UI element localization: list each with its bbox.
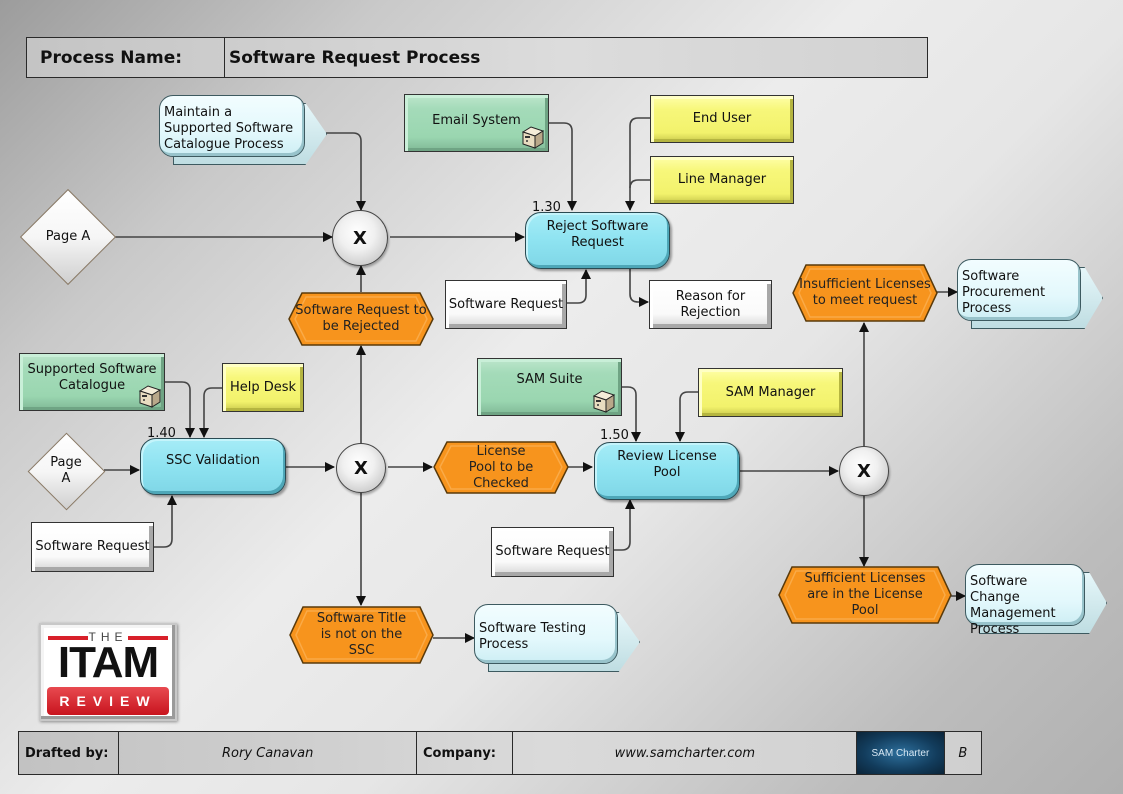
role-label: Line Manager [677,172,767,187]
logo-bar [48,636,88,640]
edge-enduser-to-reject [625,117,650,211]
role-end-user[interactable]: End User [650,95,794,143]
event-hexagon [289,606,434,664]
data-software-request-1[interactable]: Software Request [445,280,567,329]
role-label: Help Desk [229,379,297,395]
process-link-label: Software Change Management Process [965,564,1085,637]
server-icon [521,126,545,149]
task-label: Review License Pool [617,449,717,480]
page-connector-label: Page A [45,229,91,244]
process-name-header: Process Name: Software Request Process [26,37,928,78]
task-number-1-30: 1.30 [532,200,561,215]
xor-gateway-middle[interactable]: X [336,443,386,493]
event-label: License Pool to be Checked [468,443,534,491]
data-reason-for-rejection[interactable]: Reason for Rejection [649,280,772,329]
process-link-maintain-ssc[interactable]: Maintain a Supported Software Catalogue … [159,95,327,165]
company-value: www.samcharter.com [513,732,858,774]
edge-swreq1-to-reject [566,269,591,304]
footer-info-bar: Drafted by: Rory Canavan Company: www.sa… [18,731,982,775]
event-software-not-on-ssc[interactable]: Software Title is not on the SSC [289,606,434,664]
data-label: Software Request [448,296,564,312]
logo-bar [128,636,168,640]
data-label: Software Request [35,539,150,554]
xor-gateway-right[interactable]: X [839,446,889,496]
edge-reject-to-reason [629,268,649,307]
drafted-by-label: Drafted by: [19,732,120,774]
xor-gateway-top[interactable]: X [332,210,388,266]
gateway-x-label: X [857,460,871,482]
data-software-request-2[interactable]: Software Request [31,522,154,572]
event-license-pool-to-be-checked[interactable]: License Pool to be Checked [433,441,569,494]
page-connector-a-top[interactable]: Page A [19,188,117,286]
role-label: SAM Manager [725,384,816,400]
system-label: SAM Suite [516,372,583,387]
data-software-request-3[interactable]: Software Request [491,527,614,577]
edge-helpdesk-to-ssc [199,387,222,438]
event-hexagon [433,441,569,494]
server-icon [138,385,162,408]
process-link-change-management[interactable]: Software Change Management Process [965,564,1107,637]
page-connector-a-bottom[interactable]: Page A [27,432,106,511]
edge-maintain-to-gateway [310,132,366,211]
page-connector-label: Page A [50,455,82,486]
event-label: Insufficient Licenses to meet request [799,277,931,308]
sam-charter-logo: SAM Charter [857,732,945,774]
task-number-1-40: 1.40 [147,426,176,441]
task-label: Reject Software Request [546,219,649,250]
server-icon [592,390,616,413]
event-hexagon [288,292,434,346]
event-insufficient-licenses[interactable]: Insufficient Licenses to meet request [792,264,938,322]
gateway-x-label: X [354,457,368,479]
edge-samsuite-to-review [620,386,641,442]
task-review-license-pool[interactable]: Review License Pool [594,442,740,500]
process-link-label: Software Procurement Process [957,259,1081,321]
event-hexagon [792,264,938,322]
process-link-software-testing[interactable]: Software Testing Process [474,604,640,672]
logo-the: THE [88,630,128,644]
process-link-procurement[interactable]: Software Procurement Process [957,259,1103,329]
system-email-system[interactable]: Email System [404,94,549,152]
logo-review: REVIEW [47,687,169,715]
edge-sammanager-to-review [675,391,698,442]
event-label: Software Request to be Rejected [295,303,427,334]
system-label: Supported Software Catalogue [27,362,157,393]
task-reject-software-request[interactable]: Reject Software Request [525,212,670,269]
edge-swreq3-to-review [613,499,635,551]
drafted-by-value: Rory Canavan [119,732,417,774]
logo-itam: ITAM [57,638,159,687]
itam-review-logo: THE ITAM REVIEW [39,623,177,721]
role-line-manager[interactable]: Line Manager [650,156,794,204]
revision-value: B [958,745,968,761]
process-link-label: Software Testing Process [474,604,618,664]
role-sam-manager[interactable]: SAM Manager [698,368,843,417]
gateway-x-label: X [353,227,367,249]
data-label: Reason for Rejection [675,288,746,320]
task-label: SSC Validation [166,453,260,468]
edge-swreq2-to-ssc [153,495,177,548]
edge-linemgr-to-reject [629,179,650,189]
event-sufficient-licenses[interactable]: Sufficient Licenses are in the License P… [778,566,952,624]
task-ssc-validation[interactable]: SSC Validation [140,438,286,495]
edge-email-to-reject [548,122,577,211]
process-name-label: Process Name: [27,38,225,77]
event-label: Software Title is not on the SSC [316,611,407,658]
role-help-desk[interactable]: Help Desk [222,363,304,412]
event-hexagon [778,566,952,624]
process-link-label: Maintain a Supported Software Catalogue … [159,95,305,157]
data-label: Software Request [495,544,610,559]
edge-catalogue-to-ssc [163,381,195,438]
system-label: Email System [432,113,521,128]
process-name-value: Software Request Process [229,47,481,68]
event-label: Sufficient Licenses are in the License P… [804,571,926,618]
event-software-request-rejected[interactable]: Software Request to be Rejected [288,292,434,346]
role-label: End User [692,111,752,126]
task-number-1-50: 1.50 [600,428,629,443]
company-label: Company: [417,732,514,774]
